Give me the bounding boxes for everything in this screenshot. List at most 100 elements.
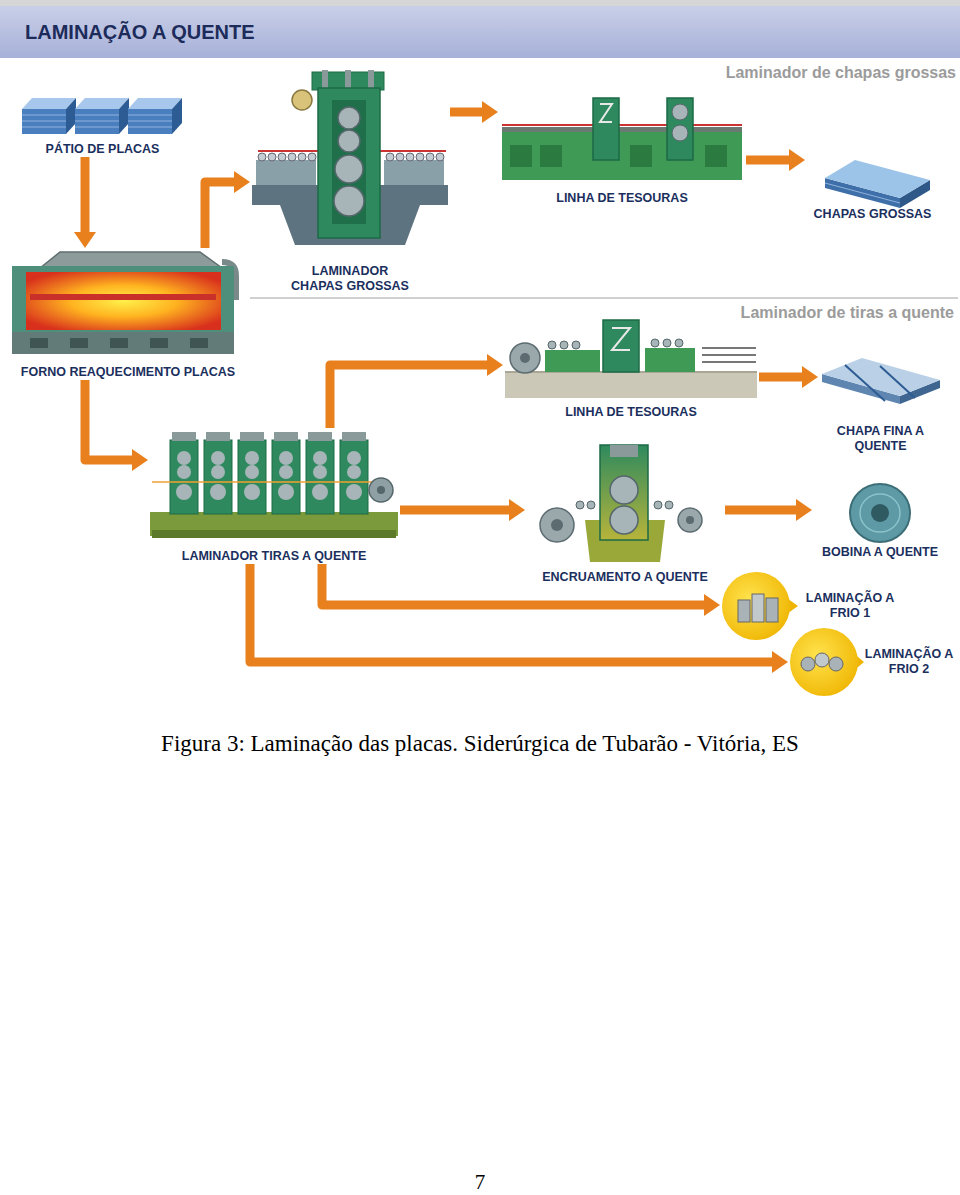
plate-mill <box>318 88 380 238</box>
plate-mill <box>368 70 374 90</box>
flow-arrow-head <box>772 651 788 673</box>
header-band <box>0 0 960 58</box>
hot-strip-mill <box>312 484 328 500</box>
hot-strip-mill <box>308 432 332 441</box>
cold-rolling-badge <box>752 594 764 622</box>
shear-line-plates <box>510 145 532 167</box>
shear-line-strip <box>702 354 756 356</box>
shear-line-plates <box>705 145 727 167</box>
station-label: LINHA DE TESOURAS <box>565 405 697 420</box>
header-band <box>0 0 960 6</box>
hot-strip-mill <box>150 432 398 538</box>
thin-sheet-stack <box>845 365 885 401</box>
thin-sheet-stack <box>822 358 940 404</box>
cold-rolling-badge <box>815 653 829 667</box>
station-label: FORNO REAQUECIMENTO PLACAS <box>21 365 235 380</box>
slab-yard <box>128 98 182 134</box>
reheating-furnace <box>12 266 234 336</box>
shear-line-strip <box>548 341 556 349</box>
section-divider <box>250 297 958 299</box>
flow-arrow-head <box>802 366 818 388</box>
hot-coil <box>860 494 900 532</box>
header-band <box>0 6 960 58</box>
flow-arrow <box>85 380 148 471</box>
plate-mill <box>384 160 444 185</box>
shear-line-plates <box>540 145 562 167</box>
cold-rolling-badge <box>722 572 790 640</box>
station-node: LAMINAÇÃO A FRIO 1 <box>720 570 895 642</box>
section-label: Laminador de tiras a quente <box>741 304 954 322</box>
page-number: 7 <box>0 1170 960 1195</box>
reheating-furnace <box>70 338 88 348</box>
station-label: CHAPA FINA A QUENTE <box>837 424 925 454</box>
skin-pass-mill <box>610 445 638 457</box>
reheating-furnace <box>26 272 221 330</box>
hot-strip-mill <box>340 440 368 514</box>
plate-mill <box>396 153 404 161</box>
hot-strip-mill <box>346 484 362 500</box>
hot-strip-mill <box>177 465 191 479</box>
section-label: Laminador de chapas grossas <box>726 64 956 82</box>
station-label: BOBINA A QUENTE <box>822 545 938 560</box>
hot-strip-mill <box>279 451 293 465</box>
flow-arrow <box>74 157 96 248</box>
shear-line-strip <box>520 353 530 363</box>
plate-mill <box>345 70 351 90</box>
shear-line-strip <box>572 341 580 349</box>
flow-arrow-head <box>132 449 148 471</box>
plate-mill <box>278 153 286 161</box>
plate-mill <box>334 186 364 216</box>
station-label: LAMINAÇÃO A FRIO 1 <box>805 591 895 621</box>
hot-strip-mill <box>377 486 385 494</box>
plate-mill <box>386 153 394 161</box>
plate-mill <box>436 153 444 161</box>
plate-mill <box>338 107 360 129</box>
plate-mill <box>338 130 360 152</box>
station-node: LINHA DE TESOURAS <box>503 316 759 420</box>
plate-mill <box>298 153 306 161</box>
skin-pass-mill <box>654 501 662 509</box>
station-node: CHAPA FINA A QUENTE <box>818 352 943 454</box>
slab-yard <box>22 98 76 134</box>
station-label: LAMINAÇÃO A FRIO 2 <box>864 647 954 677</box>
shear-line-strip <box>510 343 540 373</box>
reheating-furnace <box>190 338 208 348</box>
hot-strip-mill <box>204 440 232 514</box>
shear-line-plates <box>593 98 619 160</box>
reheating-furnace <box>150 338 168 348</box>
shear-line-strip <box>702 347 756 349</box>
flow-arrow-head <box>482 101 498 123</box>
hot-coil <box>850 484 910 542</box>
station-node: ENCRUAMENTO A QUENTE <box>525 440 725 585</box>
plate-mill <box>416 153 424 161</box>
plate-mill <box>252 70 448 245</box>
hot-strip-mill <box>152 481 372 483</box>
hot-strip-mill <box>245 465 259 479</box>
hot-strip-mill <box>342 432 366 441</box>
flow-arrow <box>400 499 525 521</box>
heavy-plate-stack <box>825 160 930 198</box>
flow-arrow-shaft <box>746 156 791 165</box>
reheating-furnace <box>30 294 216 300</box>
plate-mill <box>288 153 296 161</box>
hot-strip-mill <box>245 451 259 465</box>
hot-strip-mill <box>313 451 327 465</box>
shear-line-plates <box>502 124 742 126</box>
skin-pass-mill <box>665 501 673 509</box>
skin-pass-mill <box>587 501 595 509</box>
figure-caption: Figura 3: Laminação das placas. Siderúrg… <box>0 731 960 757</box>
station-label: LAMINADOR TIRAS A QUENTE <box>182 549 367 564</box>
station-node: CHAPAS GROSSAS <box>805 150 940 222</box>
cold-rolling-badge <box>766 598 778 622</box>
skin-pass-mill <box>540 508 574 542</box>
hot-strip-mill <box>177 451 191 465</box>
hot-strip-mill <box>170 440 198 514</box>
hot-strip-mill <box>278 484 294 500</box>
section-divider <box>250 298 958 299</box>
flow-arrow-shaft <box>330 365 489 428</box>
shear-line-strip <box>505 372 757 398</box>
flow-arrow-head <box>704 594 720 616</box>
plate-mill <box>256 160 316 185</box>
reheating-furnace <box>12 252 236 354</box>
flow-arrow-shaft <box>400 506 511 515</box>
